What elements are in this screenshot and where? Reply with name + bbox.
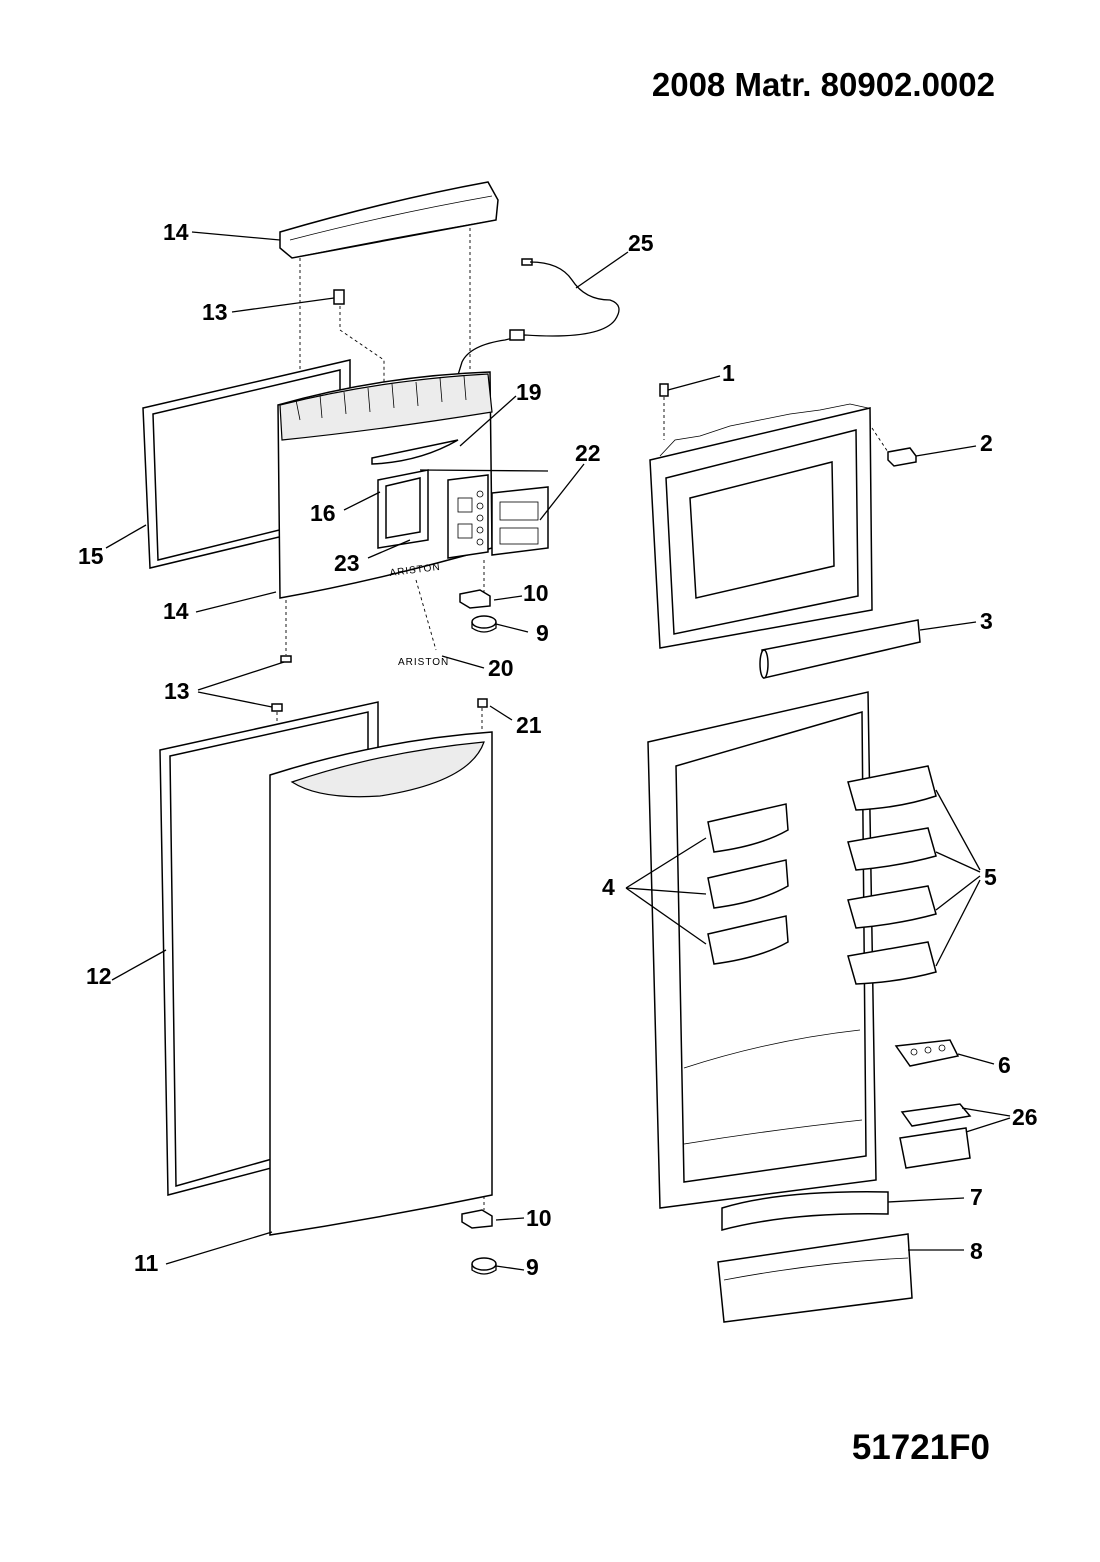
part-2-clip — [887, 447, 917, 467]
callout-26: 26 — [1012, 1104, 1038, 1130]
part-22-control-overlay — [491, 486, 549, 556]
document-title: 2008 Matr. 80902.0002 — [651, 66, 995, 103]
callout-20: 20 — [488, 655, 514, 681]
part-6-egg-tray — [894, 1039, 960, 1067]
part-13-pin-upper — [280, 655, 292, 663]
callout-2: 2 — [980, 430, 993, 456]
callout-10-lower: 10 — [526, 1205, 552, 1231]
callout-19: 19 — [516, 379, 542, 405]
part-5-balconies — [847, 765, 937, 985]
part-24-wire — [457, 258, 620, 376]
callout-21: 21 — [516, 712, 542, 738]
callout-16: 13 — [202, 299, 228, 325]
callout-10-upper: 10 — [523, 580, 549, 606]
part-14-freezer-door: ARISTON — [277, 371, 493, 599]
part-16-clip — [333, 289, 345, 305]
part-1-screw — [659, 383, 669, 397]
part-11-fridge-door — [269, 731, 493, 1236]
callout-9-upper: 9 — [536, 620, 549, 646]
part-10-upper-hinge — [459, 589, 491, 609]
part-9-lower-bush — [471, 1257, 497, 1275]
callout-5: 5 — [984, 864, 997, 890]
callout-25: 16 — [310, 500, 336, 526]
part-4-balconies — [707, 803, 789, 965]
callout-22: 22 — [575, 440, 601, 466]
freezer-inner-liner — [649, 403, 873, 649]
callout-7: 7 — [970, 1184, 983, 1210]
callout-8: 8 — [970, 1238, 983, 1264]
part-26-butter-dish — [899, 1103, 972, 1169]
part-3-freezer-flap — [759, 619, 921, 679]
leader-lines — [105, 231, 1011, 1271]
callout-15: 15 — [78, 543, 104, 569]
callout-4: 4 — [602, 874, 615, 900]
part-20-brand-badge: ARISTON — [398, 657, 449, 668]
callout-9-lower: 9 — [526, 1254, 539, 1280]
drawing-code: 51721F0 — [851, 1428, 990, 1467]
callout-6: 6 — [998, 1052, 1011, 1078]
part-13-pin-lower — [271, 703, 283, 712]
part-17-top-cover — [279, 181, 499, 259]
callout-14: 14 — [163, 598, 189, 624]
callout-23: 23 — [334, 550, 360, 576]
callout-1: 1 — [722, 360, 735, 386]
callout-3: 3 — [980, 608, 993, 634]
callout-13: 13 — [164, 678, 190, 704]
callout-24: 25 — [628, 230, 654, 256]
callout-11: 11 — [134, 1250, 159, 1276]
callout-12: 12 — [86, 963, 112, 989]
part-8-bottle-balcony — [717, 1233, 913, 1323]
part-10-lower-hinge — [461, 1209, 493, 1229]
part-21-screw — [477, 698, 488, 708]
part-7-bottle-retainer — [721, 1191, 889, 1231]
part-9-upper-bush — [471, 615, 497, 633]
callout-17: 14 — [163, 219, 189, 245]
